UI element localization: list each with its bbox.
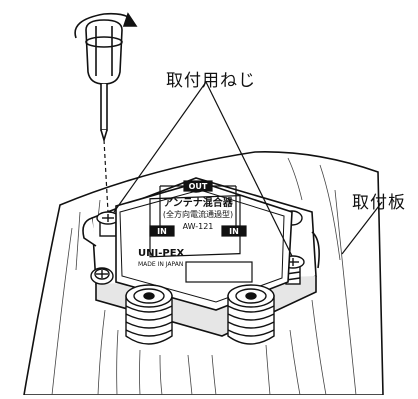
model-number: AW-121 [183,222,214,231]
product-type: (全方向電流通過型) [163,209,233,219]
screwdriver [85,19,123,143]
device-label-panel [149,180,253,283]
screw-seated-left [96,211,120,237]
screw-hole-front-left [90,267,114,285]
mounting-board-label: 取付板 [352,193,406,213]
guide-dashed-line [103,139,109,213]
leader-lines [113,81,383,257]
product-name: アンテナ混合器 [163,196,234,209]
in-label-left: IN [157,227,167,236]
in-label-right: IN [229,227,239,236]
rotation-arrow-icon [74,12,138,39]
f-connector-left [125,284,173,345]
f-connector-right [227,284,275,345]
origin-label: MADE IN JAPAN [138,261,183,268]
out-label: OUT [189,182,208,191]
maker-logo: UNI-PEX [138,248,185,259]
mounting-screws-label: 取付用ねじ [166,71,256,91]
